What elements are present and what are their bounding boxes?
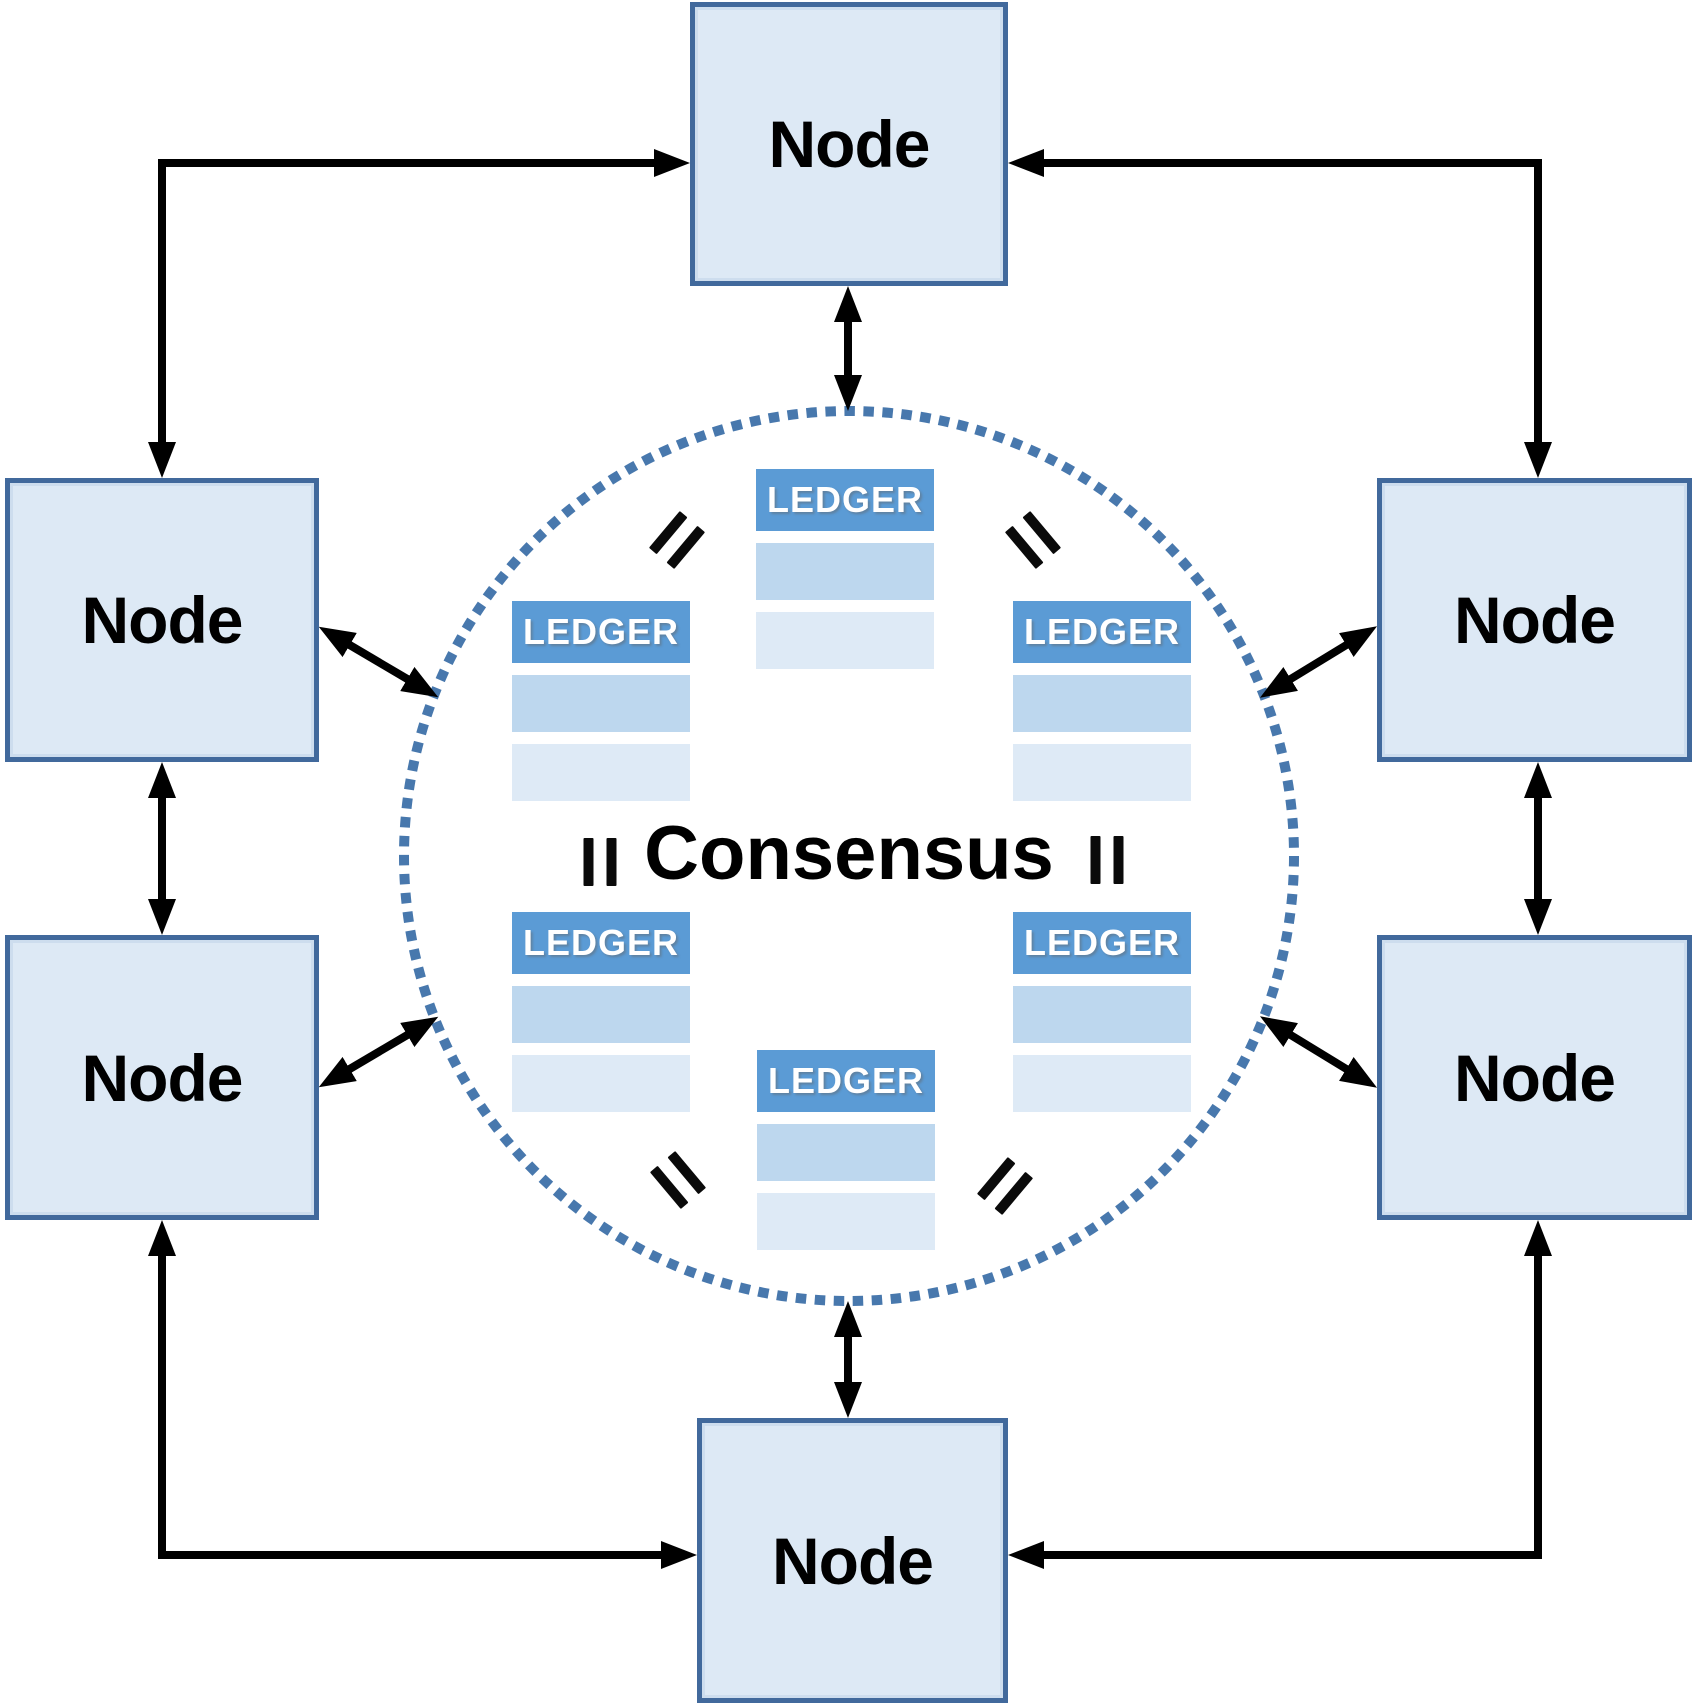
equals-bar <box>583 838 594 886</box>
node-upper-left: Node <box>5 478 319 762</box>
consensus-circle-boundary <box>399 406 1299 1306</box>
arrow-upper-right-elbow <box>1008 149 1552 478</box>
node-lower-right-label: Node <box>1454 1040 1616 1115</box>
ledger-top: LEDGER <box>756 469 934 669</box>
node-upper-right: Node <box>1377 478 1692 762</box>
equals-bar <box>1113 836 1124 884</box>
node-bottom: Node <box>697 1418 1008 1703</box>
node-lower-left: Node <box>5 935 319 1220</box>
ledger-row <box>1013 675 1191 732</box>
node-top-label: Node <box>768 107 931 181</box>
ledger-upper-right-header: LEDGER <box>1013 601 1191 663</box>
equals-icon-mid-right <box>1090 836 1124 884</box>
ledger-lower-left-header: LEDGER <box>512 912 690 974</box>
node-lower-left-label: Node <box>81 1040 244 1115</box>
equals-bar <box>1090 836 1101 884</box>
node-upper-right-label: Node <box>1454 583 1616 657</box>
arrow-upper-left-node-to-consensus <box>318 626 439 698</box>
ledger-lower-right: LEDGER <box>1013 912 1191 1112</box>
ledger-top-header: LEDGER <box>756 469 934 531</box>
node-top: Node <box>690 2 1008 286</box>
arrow-lower-right-node-to-consensus <box>1259 1016 1378 1088</box>
ledger-row <box>512 986 690 1043</box>
ledger-row <box>1013 986 1191 1043</box>
ledger-row <box>1013 744 1191 801</box>
consensus-label: Consensus <box>644 811 1054 896</box>
ledger-bottom-header: LEDGER <box>757 1050 935 1112</box>
ledger-lower-left: LEDGER <box>512 912 690 1112</box>
arrow-lower-left-elbow <box>148 1220 697 1569</box>
ledger-row <box>512 1055 690 1112</box>
arrow-lower-right-elbow <box>1008 1220 1552 1569</box>
ledger-upper-right: LEDGER <box>1013 601 1191 801</box>
ledger-row <box>512 675 690 732</box>
ledger-row <box>757 1124 935 1181</box>
ledger-row <box>1013 1055 1191 1112</box>
ledger-lower-right-header: LEDGER <box>1013 912 1191 974</box>
arrow-lower-left-node-to-consensus <box>318 1016 439 1088</box>
ledger-upper-left-header: LEDGER <box>512 601 690 663</box>
node-bottom-label: Node <box>772 1523 934 1598</box>
arrow-upper-left-elbow <box>148 149 690 478</box>
node-lower-right: Node <box>1377 935 1692 1220</box>
ledger-row <box>757 1193 935 1250</box>
ledger-row <box>512 744 690 801</box>
ledger-bottom: LEDGER <box>757 1050 935 1250</box>
ledger-row <box>756 612 934 669</box>
ledger-upper-left: LEDGER <box>512 601 690 801</box>
ledger-row <box>756 543 934 600</box>
arrow-upper-right-node-to-consensus <box>1259 626 1378 698</box>
node-upper-left-label: Node <box>81 583 244 657</box>
